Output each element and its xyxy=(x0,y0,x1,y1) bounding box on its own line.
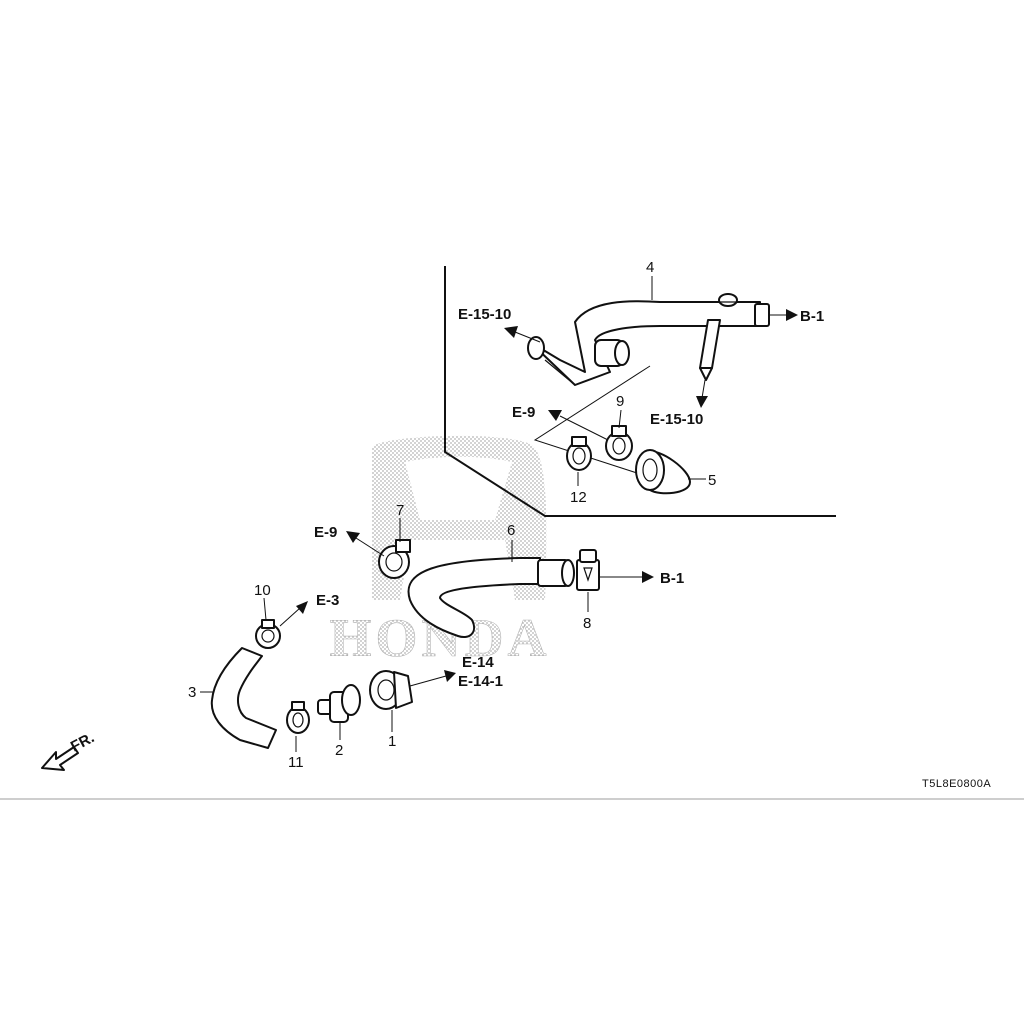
arrow-e3 xyxy=(279,601,308,627)
ref-e9-upper: E-9 xyxy=(512,404,535,421)
part-labels: 4 9 12 5 6 7 8 10 3 11 2 1 xyxy=(188,259,716,771)
part-11-hose-clamp[interactable] xyxy=(286,701,310,734)
part-9-hose-clamp[interactable] xyxy=(605,425,633,461)
part-1-grommet[interactable] xyxy=(369,670,413,710)
arrow-e15-10-right xyxy=(696,379,708,408)
part-number-12: 12 xyxy=(570,489,587,506)
part-2-joint-fitting[interactable] xyxy=(317,684,361,723)
ref-e14: E-14 xyxy=(462,654,494,671)
part-number-9: 9 xyxy=(616,393,624,410)
reference-arrows xyxy=(279,309,798,687)
part-number-5: 5 xyxy=(708,472,716,489)
ref-e3: E-3 xyxy=(316,592,339,609)
part-number-6: 6 xyxy=(507,522,515,539)
part-6-water-hose[interactable] xyxy=(407,557,575,638)
honda-watermark: HONDA xyxy=(329,435,547,668)
part-number-8: 8 xyxy=(583,615,591,632)
arrow-e15-10-left xyxy=(504,326,541,343)
part-7-hose-clamp[interactable] xyxy=(378,539,411,579)
leader-lines xyxy=(200,276,706,752)
part-number-1: 1 xyxy=(388,733,396,750)
part-12-hose-clamp[interactable] xyxy=(566,436,592,471)
ref-e9-lower: E-9 xyxy=(314,524,337,541)
part-number-2: 2 xyxy=(335,742,343,759)
part-8-connector[interactable] xyxy=(576,549,600,591)
diagram-code: T5L8E0800A xyxy=(922,778,991,790)
ref-e14-1: E-14-1 xyxy=(458,673,503,690)
part-number-3: 3 xyxy=(188,684,196,701)
ref-e15-10-left: E-15-10 xyxy=(458,306,511,323)
part-3-water-hose[interactable] xyxy=(210,647,277,749)
ref-b1-mid: B-1 xyxy=(660,570,684,587)
front-direction-indicator: FR. xyxy=(41,729,97,771)
part-number-11: 11 xyxy=(288,754,304,771)
arrow-e9-upper xyxy=(548,410,609,441)
part-5-hose-sleeve[interactable] xyxy=(635,449,691,495)
ref-b1-top: B-1 xyxy=(800,308,824,325)
arrow-b1-mid xyxy=(600,571,654,583)
arrow-e9-lower xyxy=(346,531,385,557)
arrow-e14 xyxy=(409,670,456,687)
arrow-b1-top xyxy=(770,309,798,321)
front-arrow-icon xyxy=(41,746,79,771)
part-number-4: 4 xyxy=(646,259,654,276)
subassembly-frame xyxy=(444,266,836,517)
part-number-7: 7 xyxy=(396,502,404,519)
part-10-hose-clamp[interactable] xyxy=(255,619,281,649)
reference-labels: E-15-10 B-1 E-15-10 E-9 E-9 B-1 E-3 E-14… xyxy=(314,306,824,690)
part-number-10: 10 xyxy=(254,582,271,599)
part-4-water-pipe[interactable] xyxy=(527,293,770,386)
ref-e15-10-right: E-15-10 xyxy=(650,411,703,428)
